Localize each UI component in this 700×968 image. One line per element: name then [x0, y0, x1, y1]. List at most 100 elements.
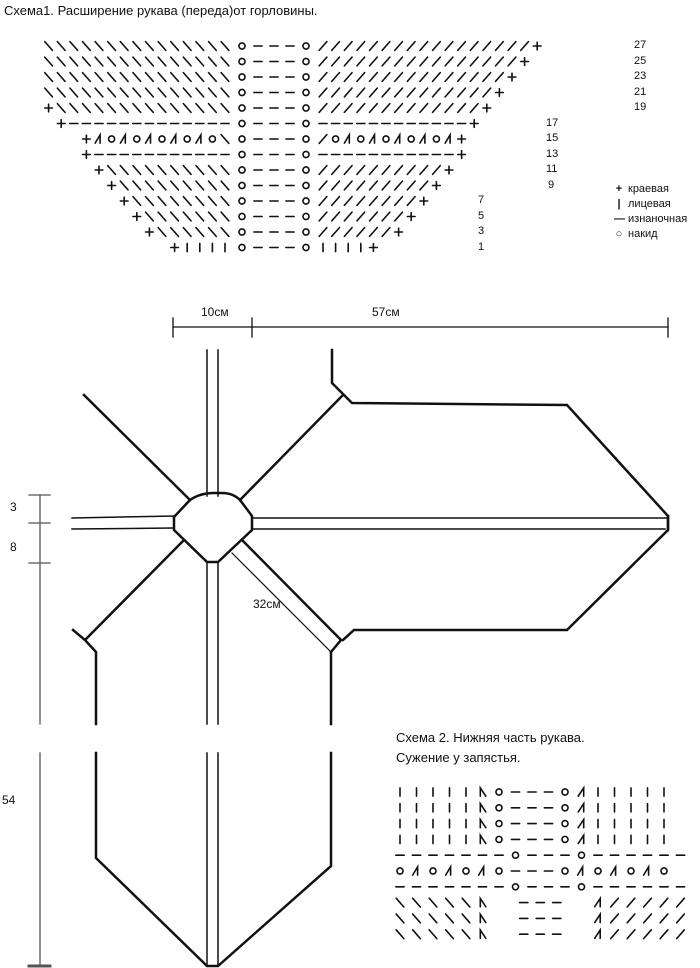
yarn-over-stitch [302, 57, 310, 66]
right-slant-stitch [356, 56, 366, 67]
right-slant-stitch [406, 180, 416, 191]
right-slant-stitch [330, 226, 341, 238]
right-slant-stitch [494, 71, 505, 83]
right-slant-stitch [381, 211, 391, 222]
right-slant-stitch [456, 40, 467, 52]
right-slant-stitch [368, 180, 379, 191]
left-slant-stitch [220, 133, 230, 145]
edge-stitch [81, 149, 92, 160]
row-number: 9 [548, 178, 555, 191]
yarn-over-stitch [561, 867, 569, 875]
left-slant-stitch [195, 180, 205, 191]
left-slant-stitch [106, 40, 117, 52]
left-slant-stitch [220, 102, 230, 114]
left-slant-stitch [444, 928, 455, 940]
edge-stitch [532, 41, 542, 51]
left-slant-stitch [207, 56, 218, 67]
left-slant-stitch [220, 56, 230, 67]
left-slant-stitch [169, 211, 180, 222]
right-slant-stitch [330, 102, 341, 114]
right-slant-stitch [406, 164, 416, 176]
right-slant-stitch [381, 102, 391, 114]
left-slant-stitch [220, 211, 230, 222]
scheme2-title-line2: Сужение у запястья. [396, 750, 521, 765]
left-slant-stitch [220, 71, 230, 83]
right-slant-stitch [381, 180, 391, 191]
right-slant-stitch [419, 40, 429, 52]
right-slant-stitch [343, 164, 353, 176]
left-slant-stitch [81, 40, 92, 52]
yarn-over-stitch [302, 119, 310, 128]
right-slant-stitch [406, 40, 416, 52]
edge-stitch [56, 118, 66, 129]
left-slant-stitch [157, 211, 167, 222]
edge-stitch [43, 103, 54, 113]
left-slant-stitch [106, 71, 117, 83]
left-slant-stitch [169, 164, 180, 176]
yarn-over-stitch [302, 42, 310, 50]
right-slant-stitch [343, 87, 353, 98]
right-slant-stitch [330, 164, 341, 176]
right-slant-stitch [330, 211, 341, 222]
left-slant-stitch [56, 40, 66, 52]
edge-stitch [444, 165, 454, 175]
left-slant-stitch [119, 180, 129, 191]
left-slant-stitch [157, 40, 167, 52]
scheme1-row [119, 195, 429, 207]
right-slant-stitch [469, 71, 479, 83]
right-slant-stitch [431, 56, 442, 67]
decrease-stitch [393, 131, 401, 144]
scheme1-chart [43, 40, 542, 253]
dimension-left-8: 8 [10, 540, 17, 554]
left-slant-stitch [182, 164, 192, 176]
left-slant-stitch [119, 56, 129, 67]
left-slant-stitch [69, 102, 79, 114]
left-slant-stitch [461, 913, 471, 924]
left-slant-stitch [157, 226, 167, 238]
right-slant-stitch [431, 102, 442, 114]
right-slant-stitch [381, 56, 391, 67]
right-slant-stitch [356, 226, 366, 238]
yarn-over-stitch [238, 135, 246, 143]
right-slant-stitch [659, 897, 669, 908]
scheme1-title: Схема1. Расширение рукава (переда)от гор… [4, 3, 318, 18]
right-slant-stitch [330, 87, 341, 98]
left-slant-stitch [220, 226, 230, 238]
right-slant-stitch [675, 928, 686, 940]
left-slant-stitch [195, 56, 205, 67]
right-slant-stitch [675, 897, 686, 908]
row-number: 25 [634, 54, 647, 67]
right-slant-stitch [330, 71, 341, 83]
left-slant-stitch [182, 102, 192, 114]
right-slant-stitch [431, 87, 442, 98]
left-slant-stitch [119, 164, 129, 176]
left-decrease-stitch [479, 801, 487, 813]
right-slant-stitch [609, 928, 620, 940]
scheme1-row [43, 102, 492, 114]
right-slant-stitch [330, 40, 341, 52]
left-slant-stitch [144, 195, 155, 207]
scheme1-row [81, 131, 467, 145]
scheme2-row [399, 785, 665, 797]
right-slant-stitch [356, 211, 366, 222]
left-slant-stitch [461, 928, 471, 940]
right-slant-stitch [419, 102, 429, 114]
left-slant-stitch [132, 56, 142, 67]
left-decrease-stitch [479, 816, 487, 829]
yarn-over-stitch [356, 135, 365, 143]
dimension-sleeve-length: 57см [372, 305, 400, 319]
yarn-over-stitch [302, 135, 310, 143]
edge-stitch [469, 118, 479, 129]
left-slant-stitch [157, 56, 167, 67]
yarn-over-stitch [238, 228, 246, 236]
left-slant-stitch [69, 40, 79, 52]
row-number: 19 [634, 101, 647, 113]
left-slant-stitch [207, 102, 218, 114]
yarn-over-stitch [432, 135, 441, 143]
left-slant-stitch [220, 87, 230, 98]
right-slant-stitch [431, 40, 442, 52]
right-slant-stitch [507, 56, 517, 67]
left-slant-stitch [428, 928, 438, 940]
right-slant-stitch [356, 102, 366, 114]
edge-stitch [81, 134, 92, 144]
